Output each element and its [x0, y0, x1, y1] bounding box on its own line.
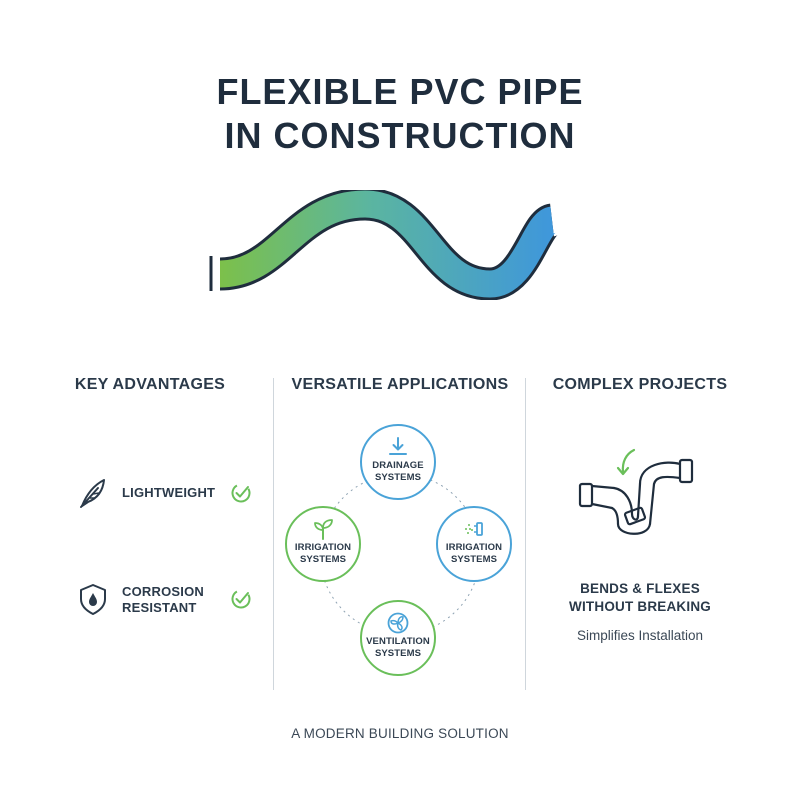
application-label: VENTILATION SYSTEMS	[362, 636, 434, 660]
feather-icon	[80, 479, 105, 508]
column-divider-right	[525, 378, 526, 690]
advantage-label: CORROSION RESISTANT	[122, 584, 204, 616]
application-label: IRRIGATION SYSTEMS	[438, 542, 510, 566]
application-label-line-2: SYSTEMS	[374, 472, 422, 483]
bent-pipe-icon	[578, 448, 694, 535]
application-irrigation-right: IRRIGATION SYSTEMS	[436, 506, 512, 582]
application-drainage: DRAINAGE SYSTEMS	[360, 424, 436, 500]
complex-benefit-line-2: WITHOUT BREAKING	[569, 599, 711, 614]
application-label: IRRIGATION SYSTEMS	[287, 542, 359, 566]
advantages-heading: KEY ADVANTAGES	[74, 376, 226, 393]
flexible-pipe-illustration	[209, 190, 560, 300]
application-label-line-1: VENTILATION	[366, 636, 430, 647]
application-label-line-1: IRRIGATION	[294, 542, 352, 553]
advantage-label: LIGHTWEIGHT	[122, 485, 216, 500]
complex-heading: COMPLEX PROJECTS	[552, 376, 728, 393]
footer-tagline: A MODERN BUILDING SOLUTION	[291, 726, 509, 741]
check-circle-icon	[231, 589, 251, 609]
complex-benefit-line-1: BENDS & FLEXES	[580, 581, 700, 596]
column-divider-left	[273, 378, 274, 690]
title-line-1: FLEXIBLE PVC PIPE	[216, 71, 584, 112]
application-irrigation-left: IRRIGATION SYSTEMS	[285, 506, 361, 582]
advantage-corrosion-resistant: CORROSION RESISTANT	[76, 582, 256, 626]
application-label-line-1: IRRIGATION	[445, 542, 503, 553]
sprinkler-icon	[465, 522, 483, 536]
application-label-line-2: SYSTEMS	[299, 554, 347, 565]
complex-benefit: BENDS & FLEXES WITHOUT BREAKING	[540, 580, 740, 616]
advantage-label-line-2: RESISTANT	[122, 600, 197, 615]
page-title: FLEXIBLE PVC PIPE IN CONSTRUCTION	[0, 70, 800, 158]
drain-arrow-icon	[389, 437, 407, 455]
title-line-2: IN CONSTRUCTION	[224, 115, 576, 156]
application-label-line-2: SYSTEMS	[374, 648, 422, 659]
application-label-line-1: DRAINAGE	[372, 460, 424, 471]
check-circle-icon	[231, 483, 251, 503]
sprout-icon	[314, 519, 333, 540]
applications-heading: VERSATILE APPLICATIONS	[291, 376, 509, 393]
shield-drop-icon	[80, 584, 106, 615]
advantage-label-line-1: CORROSION	[122, 584, 204, 599]
application-label-line-2: SYSTEMS	[450, 554, 498, 565]
application-ventilation: VENTILATION SYSTEMS	[360, 600, 436, 676]
fan-icon	[387, 612, 409, 634]
advantage-lightweight: LIGHTWEIGHT	[76, 476, 256, 520]
application-label: DRAINAGE SYSTEMS	[362, 460, 434, 484]
complex-subtitle: Simplifies Installation	[576, 628, 704, 643]
